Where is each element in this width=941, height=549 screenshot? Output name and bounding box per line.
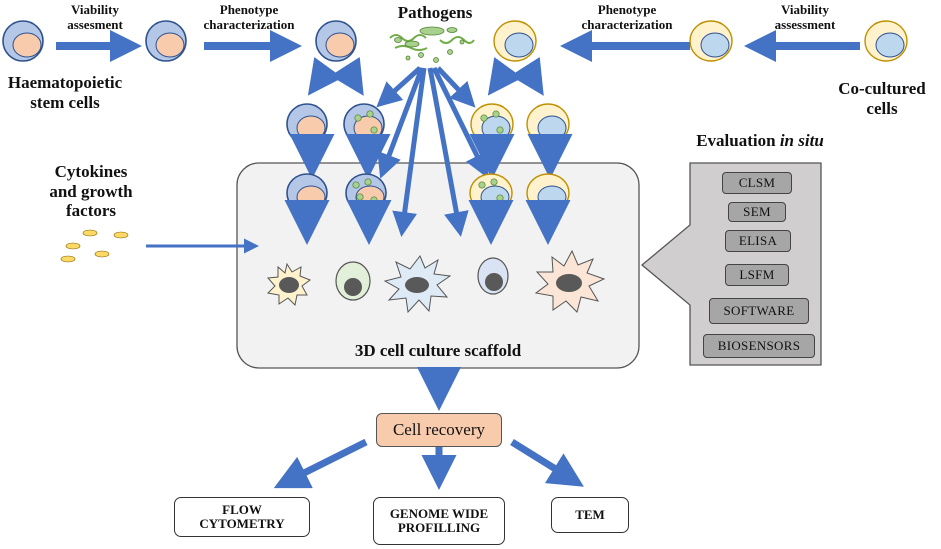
arrow-to-tem [510, 439, 584, 487]
cocultured-cell-viable [689, 20, 733, 62]
differentiated-cell-star-yellow [266, 262, 312, 307]
differentiated-cell-star-peach [534, 249, 606, 313]
evaluation-label-italic: in situ [779, 131, 824, 150]
tool-lsfm: LSFM [725, 264, 789, 286]
cytokines-label: Cytokines and growth factors [49, 162, 133, 221]
hsc-cell-scaffold [286, 173, 328, 213]
cocultured-cell-mid [526, 103, 570, 145]
cocultured-cell-mid-infected [470, 103, 514, 145]
hsc-cell-initial [2, 20, 44, 62]
phenotype-label-left: Phenotype characterization [203, 2, 295, 32]
tool-clsm: CLSM [722, 172, 792, 194]
viability-label-left: Viability assesment [67, 2, 123, 32]
differentiated-cell-round-gray [477, 257, 509, 295]
cell-recovery-box: Cell recovery [376, 413, 502, 447]
arrow-cocult-down-1 [487, 57, 523, 96]
pathogens-label: Pathogens [397, 3, 473, 22]
hsc-label: Haematopoietic stem cells [7, 73, 123, 112]
hsc-cell-mid-infected [343, 103, 385, 145]
arrow-cocult-down-2 [510, 56, 544, 96]
differentiated-cell-round-green [335, 261, 371, 301]
hsc-cell-scaffold-infected [345, 173, 387, 213]
cytokines-particles [60, 229, 129, 263]
cocultured-label: Co-cultured cells [838, 79, 926, 118]
hsc-cell-characterized [315, 20, 357, 62]
cocultured-cell-scaffold-infected [469, 173, 513, 213]
evaluation-label: Evaluation in situ [670, 131, 850, 151]
viability-label-right: Viability assessment [774, 2, 836, 32]
tool-elisa: ELISA [725, 230, 791, 252]
flow-cytometry-box: FLOW CYTOMETRY [174, 497, 310, 537]
tool-sem: SEM [728, 202, 786, 222]
cocultured-cell-initial [864, 20, 908, 62]
cocultured-cell-scaffold [526, 173, 570, 213]
genome-profiling-box: GENOME WIDE PROFILLING [373, 497, 505, 545]
pathogens-cluster [389, 26, 475, 63]
arrow-hsc-down-1 [307, 57, 343, 96]
arrow-hsc-down-2 [330, 56, 364, 96]
tool-software: SOFTWARE [709, 298, 809, 324]
arrow-to-flow [273, 438, 368, 489]
evaluation-label-prefix: Evaluation [696, 131, 780, 150]
hsc-cell-viable [145, 20, 187, 62]
cocultured-cell-characterized [493, 20, 537, 62]
tem-box: TEM [551, 497, 629, 533]
differentiated-cell-star-blue [383, 255, 452, 314]
hsc-cell-mid [286, 103, 328, 145]
phenotype-label-right: Phenotype characterization [581, 2, 673, 32]
tool-biosensors: BIOSENSORS [703, 334, 815, 358]
scaffold-label: 3D cell culture scaffold [354, 341, 522, 360]
